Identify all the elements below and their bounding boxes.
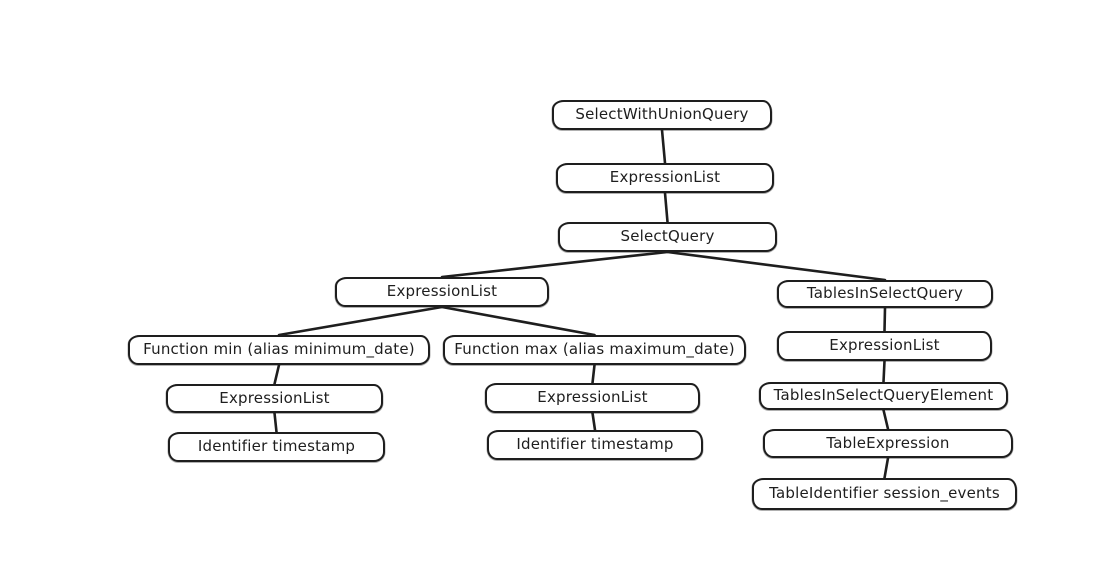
node-label: Identifier timestamp [197, 437, 356, 455]
node-label: Function min (alias minimum_date) [143, 340, 415, 358]
node-expression-list-top: ExpressionList [556, 163, 774, 193]
node-label: TableExpression [826, 433, 950, 452]
node-label: ExpressionList [537, 388, 648, 406]
node-table-identifier: TableIdentifier session_events [752, 478, 1017, 510]
node-table-expression: TableExpression [763, 429, 1013, 458]
node-label: SelectWithUnionQuery [575, 105, 749, 123]
node-label: ExpressionList [829, 336, 940, 354]
node-function-max: Function max (alias maximum_date) [443, 335, 746, 365]
node-identifier-timestamp-max: Identifier timestamp [487, 430, 703, 460]
node-label: TablesInSelectQuery [806, 284, 964, 302]
node-label: Function max (alias maximum_date) [454, 340, 735, 358]
node-expression-list-right: ExpressionList [777, 331, 992, 361]
node-expression-list-min: ExpressionList [166, 384, 383, 413]
node-expression-list-left: ExpressionList [335, 277, 549, 307]
node-tables-in-select-query-element: TablesInSelectQueryElement [759, 382, 1008, 410]
node-label: ExpressionList [219, 388, 330, 407]
node-select-query: SelectQuery [558, 222, 777, 252]
node-identifier-timestamp-min: Identifier timestamp [168, 432, 385, 462]
node-label: ExpressionList [386, 282, 498, 300]
node-function-min: Function min (alias minimum_date) [128, 335, 430, 365]
node-tables-in-select-query: TablesInSelectQuery [777, 280, 993, 308]
node-select-with-union-query: SelectWithUnionQuery [552, 100, 772, 130]
node-label: SelectQuery [620, 227, 715, 245]
node-label: ExpressionList [609, 168, 721, 186]
node-expression-list-max: ExpressionList [485, 383, 700, 413]
node-label: Identifier timestamp [516, 435, 674, 453]
node-label: TableIdentifier session_events [769, 484, 1000, 502]
node-label: TablesInSelectQueryElement [773, 386, 994, 404]
